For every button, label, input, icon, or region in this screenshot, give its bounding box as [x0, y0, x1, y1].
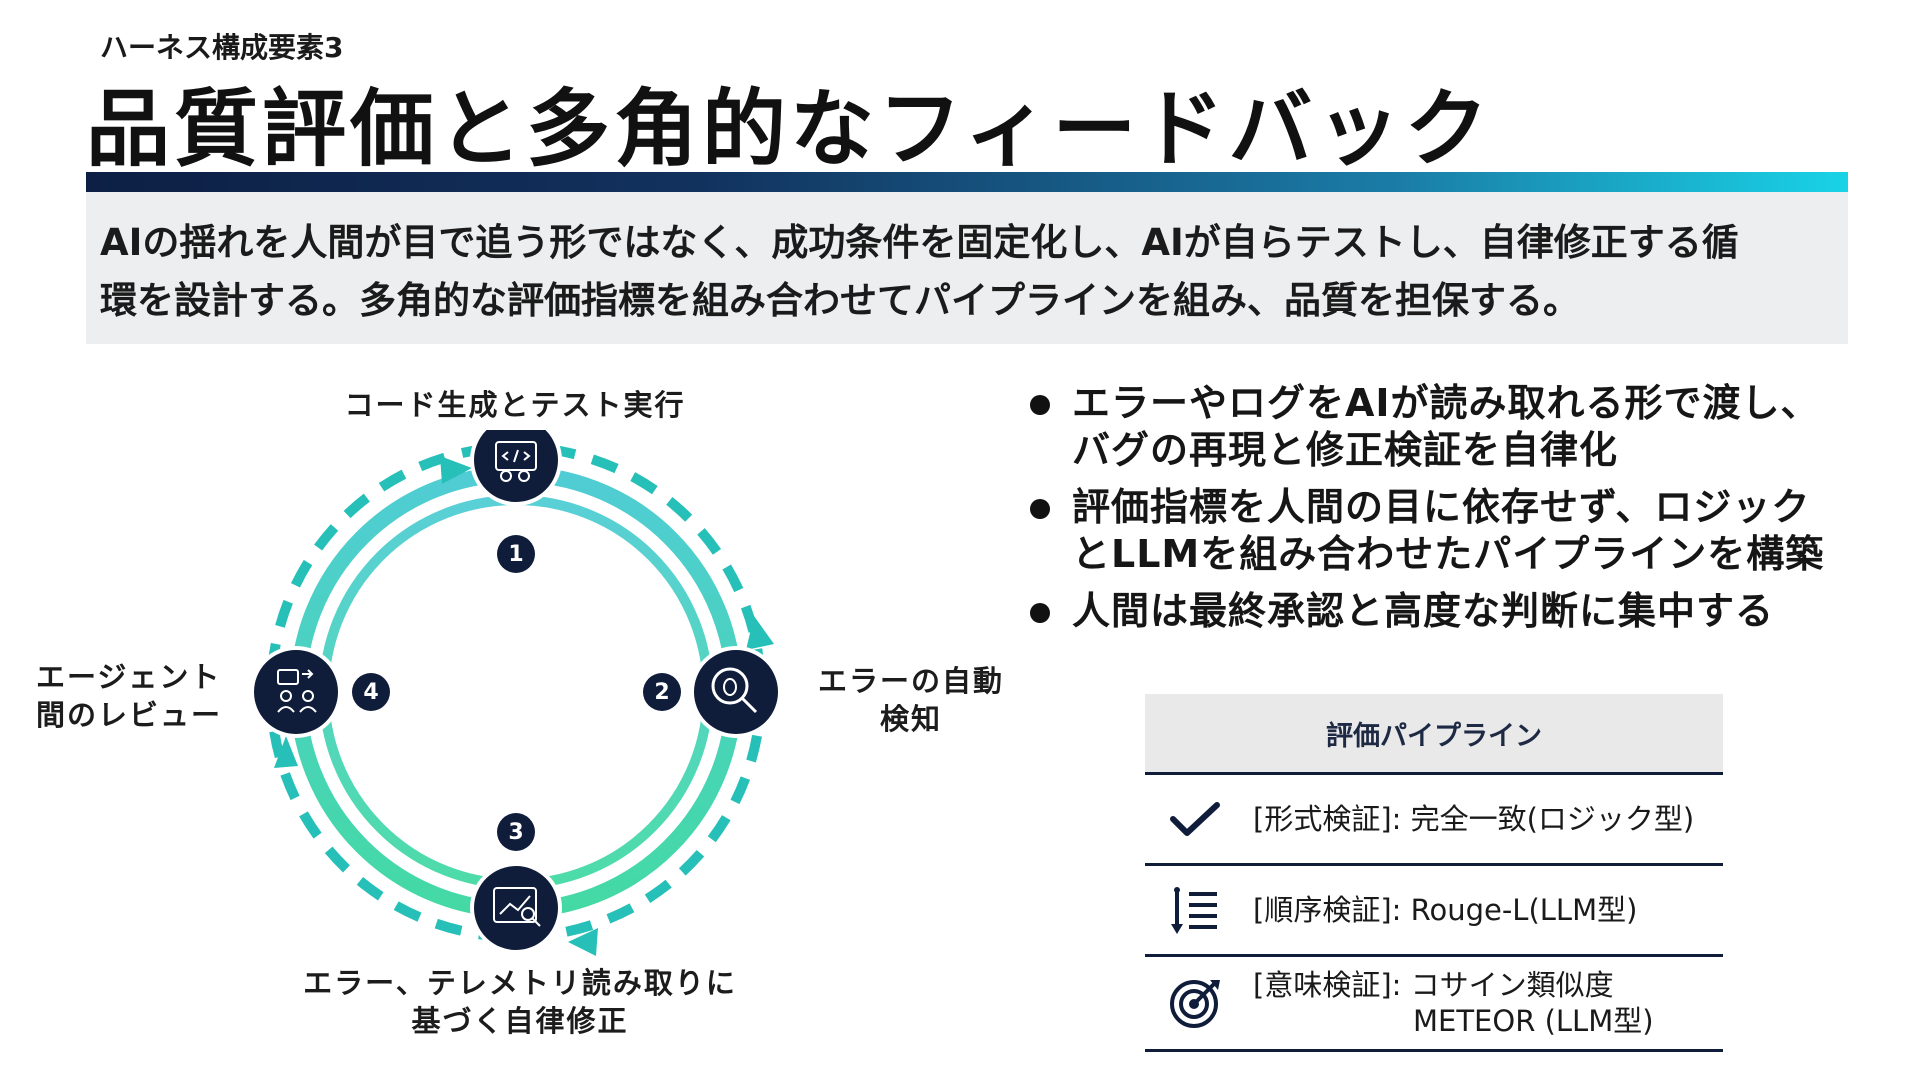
- arrow-head-right: [746, 616, 774, 650]
- node-4: [250, 646, 342, 738]
- key-points-list: エラーやログをAIが読み取れる形で渡し、 バグの再現と修正検証を自律化 評価指標…: [1030, 380, 1870, 645]
- step-3-label-line-2: 基づく自律修正: [411, 1004, 629, 1038]
- target-icon: [1145, 976, 1245, 1030]
- bullet-1-line-2: バグの再現と修正検証を自律化: [1072, 428, 1619, 472]
- step-badge-2: 2: [643, 673, 681, 711]
- pipeline-row-semantic-line-2: METEOR (LLM型): [1413, 1004, 1654, 1038]
- bullet-2-line-1: 評価指標を人間の目に依存せず、ロジック: [1072, 485, 1811, 529]
- arrow-head-top: [440, 456, 472, 484]
- step-3-label: エラー、テレメトリ読み取りに 基づく自律修正: [290, 964, 750, 1040]
- pipeline-row-semantic-line-1: [意味検証]: コサイン類似度: [1253, 968, 1614, 1002]
- step-badge-4: 4: [352, 673, 390, 711]
- step-4-label-line-2: 間のレビュー: [36, 698, 223, 732]
- arrow-head-left: [274, 736, 298, 768]
- bullet-dot-icon: [1030, 499, 1050, 519]
- pipeline-row-order: [順序検証]: Rouge-L(LLM型): [1145, 866, 1723, 957]
- node-3: [470, 862, 562, 954]
- step-number-2: 2: [654, 679, 670, 705]
- lead-line-1: AIの揺れを人間が目で追う形ではなく、成功条件を固定化し、AIが自らテストし、自…: [100, 221, 1739, 264]
- bullet-1-line-1: エラーやログをAIが読み取れる形で渡し、: [1072, 381, 1820, 425]
- ordered-list-icon: [1145, 884, 1245, 936]
- step-badge-1: 1: [497, 535, 535, 573]
- step-badge-3: 3: [497, 813, 535, 851]
- node-1: [470, 430, 562, 506]
- step-4-label: エージェント 間のレビュー: [36, 658, 236, 734]
- bullet-item: エラーやログをAIが読み取れる形で渡し、 バグの再現と修正検証を自律化: [1030, 380, 1870, 474]
- title-gradient-bar: [86, 172, 1848, 192]
- pipeline-row-semantic: [意味検証]: コサイン類似度 METEOR (LLM型): [1145, 957, 1723, 1052]
- chart-analysis-icon: [493, 887, 541, 927]
- pipeline-row-order-text: [順序検証]: Rouge-L(LLM型): [1253, 893, 1638, 927]
- section-subtitle: ハーネス構成要素3: [100, 31, 344, 64]
- step-number-1: 1: [508, 541, 524, 567]
- pipeline-row-format: [形式検証]: 完全一致(ロジック型): [1145, 775, 1723, 866]
- step-1-label: コード生成とテスト実行: [344, 388, 686, 422]
- lead-box: AIの揺れを人間が目で追う形ではなく、成功条件を固定化し、AIが自らテストし、自…: [86, 192, 1848, 344]
- bullet-item: 評価指標を人間の目に依存せず、ロジック とLLMを組み合わせたパイプラインを構築: [1030, 484, 1870, 578]
- checkmark-icon: [1145, 799, 1245, 839]
- bullet-2-line-2: とLLMを組み合わせたパイプラインを構築: [1072, 532, 1825, 576]
- bug-magnifier-icon: [711, 667, 758, 714]
- step-2-label-line-2: 検知: [879, 702, 942, 736]
- bullet-3-line-1: 人間は最終承認と高度な判断に集中する: [1072, 589, 1775, 633]
- bullet-dot-icon: [1030, 395, 1050, 415]
- step-2-label-line-1: エラーの自動: [817, 664, 1004, 698]
- evaluation-pipeline-table: 評価パイプライン [形式検証]: 完全一致(ロジック型) [順序検証]: Rou…: [1145, 694, 1723, 1052]
- pipeline-row-format-text: [形式検証]: 完全一致(ロジック型): [1253, 802, 1695, 836]
- step-4-label-line-1: エージェント: [36, 660, 222, 694]
- feedback-cycle-diagram: [250, 430, 782, 956]
- step-2-label: エラーの自動 検知: [806, 662, 1016, 738]
- arrow-head-bottom: [568, 928, 598, 956]
- bullet-dot-icon: [1030, 603, 1050, 623]
- step-number-4: 4: [363, 679, 379, 705]
- page-title: 品質評価と多角的なフィードバック: [86, 80, 1493, 178]
- step-3-label-line-1: エラー、テレメトリ読み取りに: [303, 966, 737, 1000]
- lead-line-2: 環を設計する。多角的な評価指標を組み合わせてパイプラインを組み、品質を担保する。: [100, 279, 1580, 322]
- node-2: [690, 646, 782, 738]
- pipeline-row-semantic-text: [意味検証]: コサイン類似度 METEOR (LLM型): [1245, 967, 1654, 1039]
- chat-users-icon: [277, 669, 317, 713]
- pipeline-header: 評価パイプライン: [1145, 694, 1723, 775]
- step-number-3: 3: [508, 819, 524, 845]
- code-gear-icon: [495, 441, 537, 482]
- bullet-item: 人間は最終承認と高度な判断に集中する: [1030, 588, 1870, 635]
